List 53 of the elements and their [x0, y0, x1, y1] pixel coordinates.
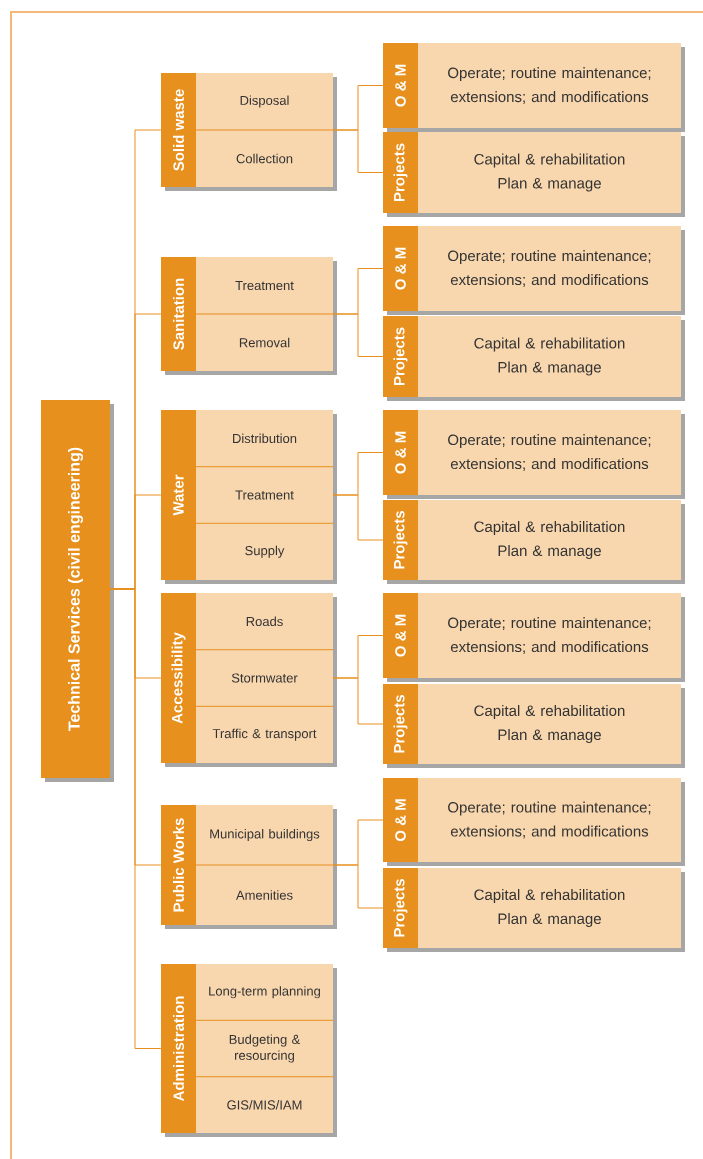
box-text: Operate; routine maintenance; extensions; and modifications — [448, 434, 651, 471]
group-heading: Solid waste — [173, 89, 184, 171]
cell-label: Treatment — [235, 281, 294, 291]
cell-label: Removal — [239, 337, 290, 348]
connector — [332, 494, 384, 541]
box-text: Plan & manage — [498, 361, 601, 376]
cell-label: Budgeting & resourcing — [229, 1034, 301, 1063]
group-heading: Sanitation — [173, 278, 184, 350]
group-heading: Accessibility — [171, 632, 186, 724]
connector — [332, 864, 384, 909]
cell-label: Municipal buildings — [210, 828, 320, 842]
box-text: Capital & rehabilitation — [474, 337, 625, 352]
box-text: Capital & rehabilitation — [474, 705, 625, 719]
box-heading: Projects — [393, 327, 408, 386]
box-heading: O & M — [395, 799, 406, 842]
box-heading: Projects — [393, 143, 408, 202]
box-text: Operate; routine maintenance; extensions; and modifications — [448, 617, 651, 654]
connector — [332, 677, 384, 725]
connector — [109, 588, 162, 1049]
group-heading: Public Works — [173, 818, 184, 912]
box-text: Capital & rehabilitation — [474, 153, 625, 168]
cell-label: GIS/MIS/IAM — [227, 1100, 302, 1110]
cell-label: Long-term planning — [209, 986, 320, 999]
box-text: Capital & rehabilitation — [474, 889, 625, 903]
cell-label: Supply — [245, 545, 285, 558]
cell-label: Traffic & transport — [212, 728, 317, 741]
box-text: Operate; routine maintenance; extensions; and modifications — [448, 67, 651, 104]
box-heading: Projects — [393, 695, 408, 753]
box-text: Plan & manage — [498, 177, 601, 192]
connector — [332, 129, 384, 173]
group-heading: Water — [173, 474, 184, 516]
box-heading: O & M — [395, 64, 406, 107]
box-text: Plan & manage — [498, 729, 601, 743]
box-text: Plan & manage — [498, 913, 601, 927]
cell-label: Amenities — [236, 890, 293, 900]
box-heading: O & M — [395, 247, 406, 290]
box-text: Operate; routine maintenance; extensions; and modifications — [448, 801, 651, 839]
cell-label: Disposal — [240, 95, 289, 108]
box-text: Operate; routine maintenance; extensions; and modifications — [448, 250, 651, 287]
box-heading: O & M — [395, 614, 406, 657]
box-text: Capital & rehabilitation — [474, 521, 625, 535]
cell-label: Treatment — [235, 490, 294, 500]
cell-label: Stormwater — [231, 673, 298, 683]
box-heading: O & M — [395, 431, 406, 474]
cell-label: Distribution — [233, 433, 297, 444]
connector — [332, 313, 384, 357]
heading: Technical Services (civil engineering) — [68, 447, 83, 731]
cell-label: Collection — [236, 153, 293, 164]
group-heading: Administration — [173, 996, 184, 1102]
cell-label: Roads — [246, 616, 283, 627]
box-heading: Projects — [393, 879, 408, 937]
box-text: Plan & manage — [498, 545, 601, 559]
box-heading: Projects — [393, 511, 408, 569]
